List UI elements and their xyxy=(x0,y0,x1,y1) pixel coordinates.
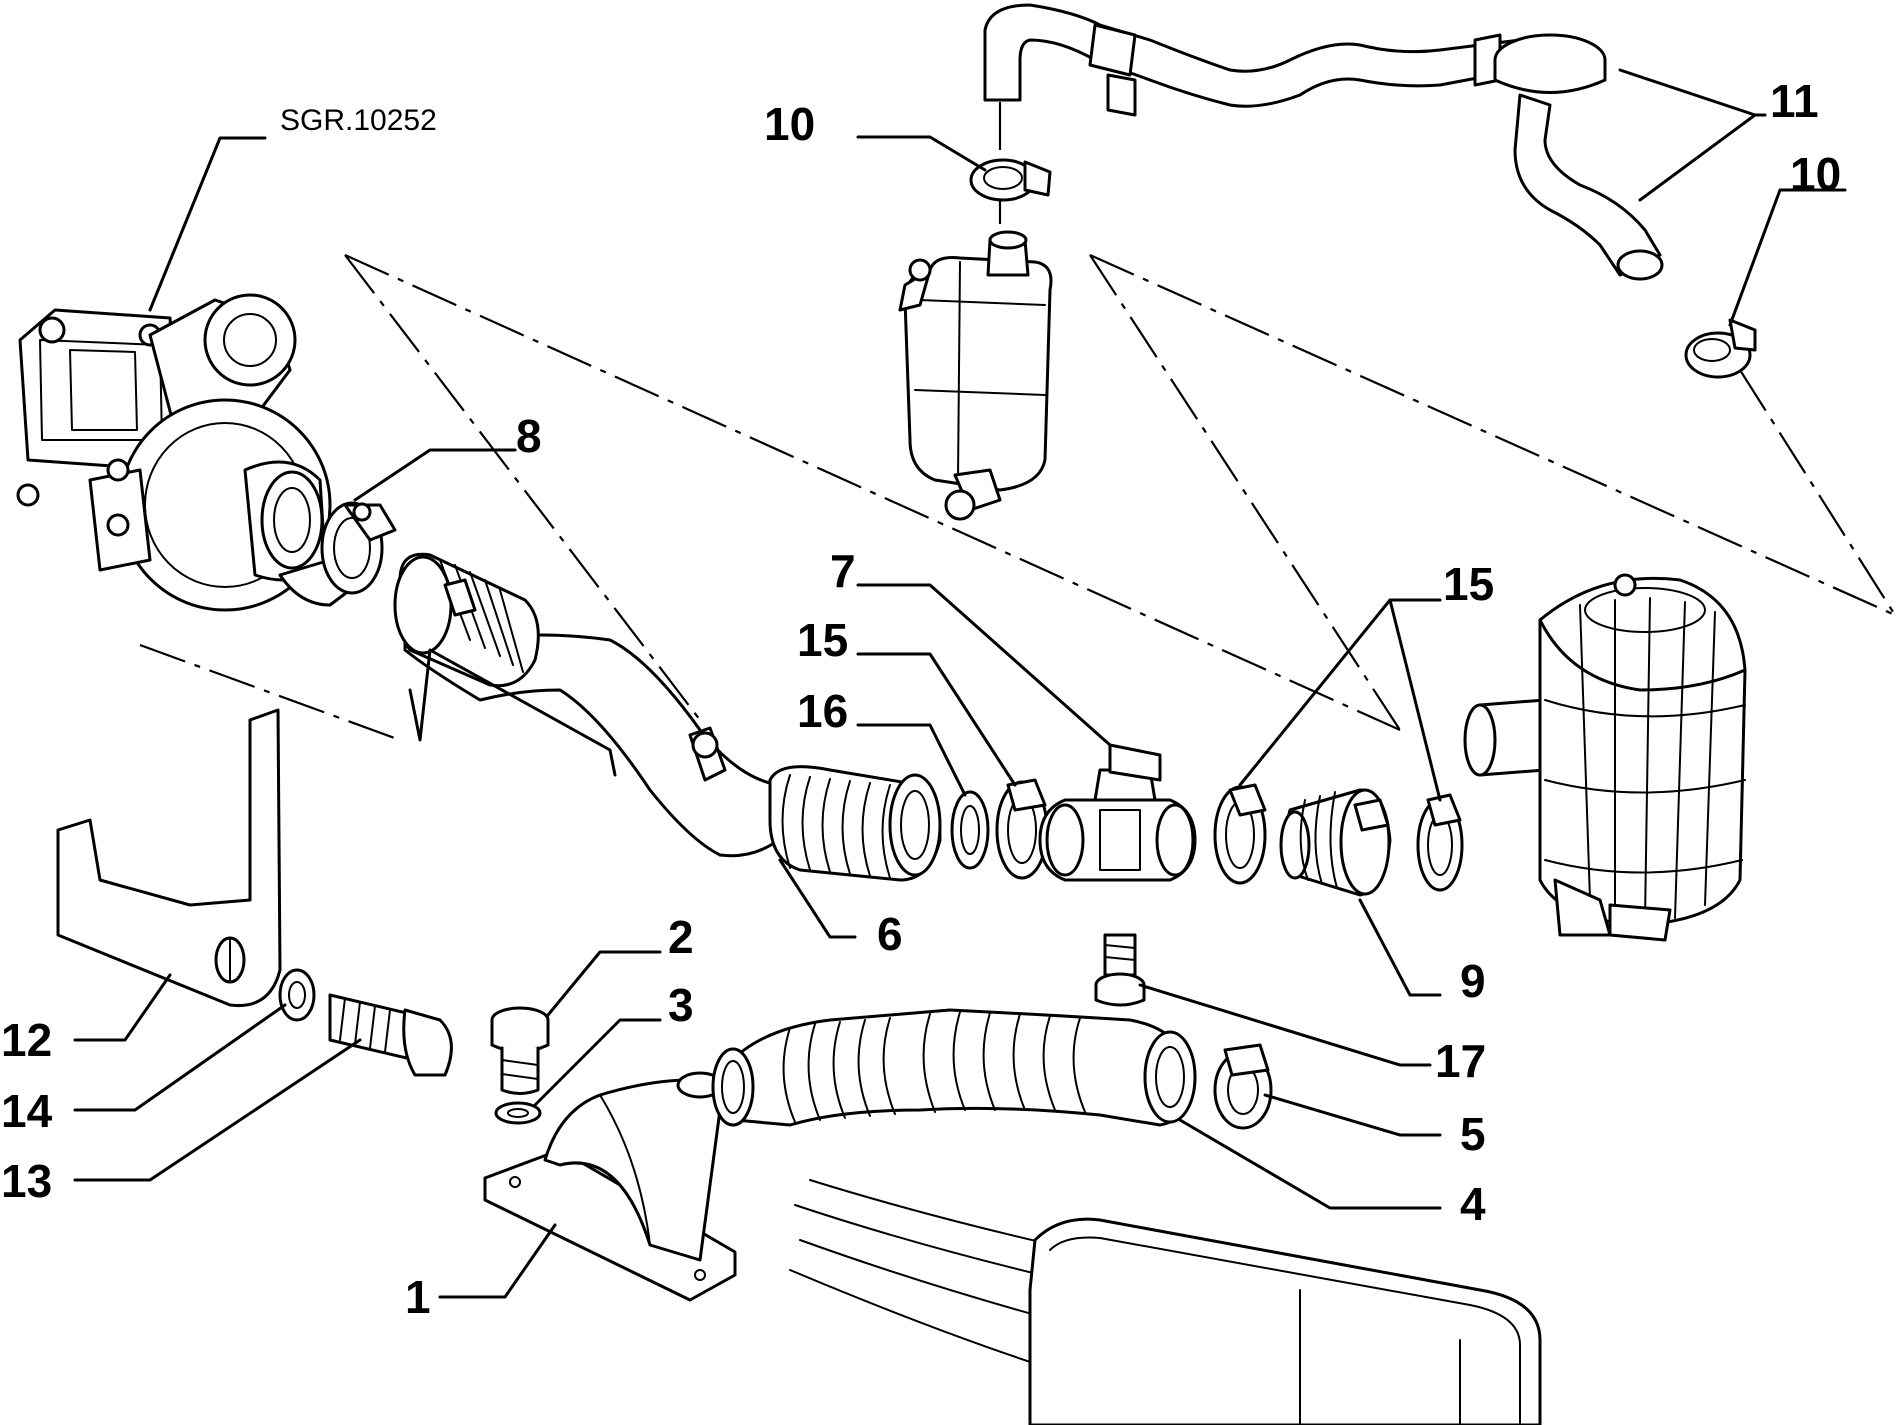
callout-11: 11 xyxy=(1770,75,1819,127)
bolt-13 xyxy=(328,993,453,1077)
callout-5: 5 xyxy=(1460,1108,1486,1160)
intake-pipe-6 xyxy=(393,552,942,882)
hose-clamp-15-right xyxy=(1416,793,1464,892)
callout-16: 16 xyxy=(797,685,848,737)
drawing-reference: SGR.10252 xyxy=(280,104,437,137)
callout-9: 9 xyxy=(1460,955,1486,1007)
hose-clamp-8 xyxy=(320,501,397,595)
callout-1: 1 xyxy=(405,1271,431,1323)
callout-13: 13 xyxy=(1,1155,52,1207)
hose-clamp-15-middle xyxy=(1213,783,1267,885)
hose-clamp-10-upper xyxy=(969,158,1052,202)
leader-lines xyxy=(73,68,1847,1299)
air-flow-meter-7 xyxy=(1038,743,1197,882)
callout-15-right: 15 xyxy=(1443,558,1494,610)
callout-3: 3 xyxy=(668,979,694,1031)
callout-4: 4 xyxy=(1460,1178,1486,1230)
bracket-12 xyxy=(56,708,282,1008)
callout-2: 2 xyxy=(668,911,694,963)
callout-8: 8 xyxy=(516,410,542,462)
labels: SGR.10252 12 14 13 1 2 3 8 10 7 15 16 6 … xyxy=(1,75,1841,1323)
breather-hose-11 xyxy=(983,3,1664,281)
callout-12: 12 xyxy=(1,1014,52,1066)
callout-17: 17 xyxy=(1435,1035,1486,1087)
bolt-17 xyxy=(1094,933,1146,1007)
hose-clamp-5 xyxy=(1213,1043,1273,1130)
o-ring-16 xyxy=(950,790,990,870)
support-bracket-1 xyxy=(483,1071,737,1302)
callout-6: 6 xyxy=(877,908,903,960)
hose-clamp-10-right xyxy=(1684,318,1757,379)
rubber-sleeve-9 xyxy=(1279,788,1392,897)
callout-10-upper: 10 xyxy=(764,98,815,150)
vehicle-body-outline xyxy=(789,1179,1542,1425)
turbocharger xyxy=(16,293,352,612)
callout-14: 14 xyxy=(1,1085,53,1137)
expansion-tank xyxy=(898,230,1053,521)
washer-3 xyxy=(494,1101,542,1125)
callout-10-right: 10 xyxy=(1790,148,1841,200)
callout-7: 7 xyxy=(830,545,856,597)
callout-15-left: 15 xyxy=(797,614,848,666)
hose-clamp-15-left xyxy=(995,778,1049,880)
air-filter-housing xyxy=(1463,573,1747,942)
bolt-2 xyxy=(490,1006,550,1095)
lower-hose-4 xyxy=(711,1008,1197,1127)
washer-14 xyxy=(278,968,316,1022)
